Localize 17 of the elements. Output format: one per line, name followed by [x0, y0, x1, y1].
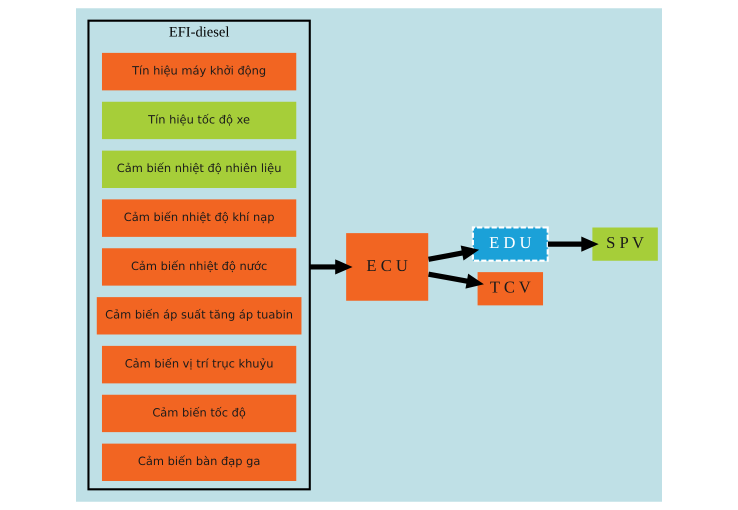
- node-box: S P V: [592, 227, 658, 261]
- arrow: [428, 272, 484, 289]
- node-box: Cảm biến tốc độ: [102, 394, 296, 432]
- arrow: [428, 246, 480, 262]
- node-box: Cảm biến nhiệt độ khí nạp: [102, 199, 296, 237]
- node-box: E D U: [472, 226, 549, 262]
- node-box: Cảm biến bàn đạp ga: [102, 444, 296, 481]
- node-box: E C U: [346, 233, 428, 301]
- node-box: Cảm biến vị trí trục khuỷu: [102, 346, 296, 384]
- node-box: Cảm biến nhiệt độ nước: [102, 248, 296, 286]
- arrow: [310, 259, 353, 275]
- arrow: [548, 236, 599, 252]
- node-box: Tín hiệu tốc độ xe: [102, 102, 296, 140]
- node-box: T C V: [478, 272, 544, 306]
- node-box: Tín hiệu máy khởi động: [102, 52, 296, 90]
- node-box: Cảm biến nhiệt độ nhiên liệu: [102, 150, 296, 188]
- node-box: Cảm biến áp suất tăng áp tuabin: [96, 297, 302, 334]
